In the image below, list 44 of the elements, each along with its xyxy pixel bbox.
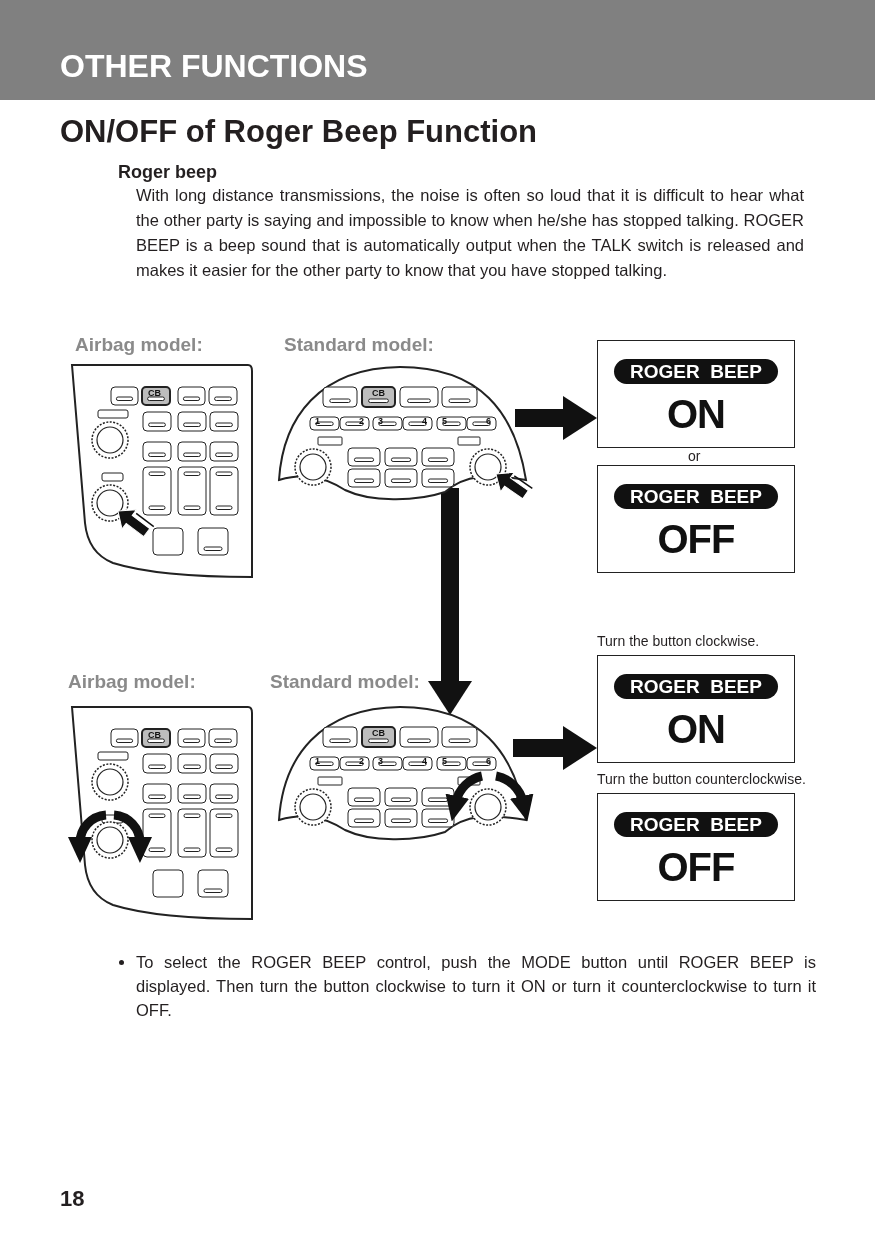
button-label: CB: [372, 729, 385, 738]
display-value: OFF: [657, 847, 735, 887]
block-arrow: [513, 726, 597, 770]
display-value: ON: [667, 709, 725, 749]
lcd-display: [597, 340, 795, 448]
display-value: OFF: [657, 519, 735, 559]
display-value: ON: [667, 394, 725, 434]
section-header: OTHER FUNCTIONS: [60, 50, 368, 82]
instruction-caption: Turn the button counterclockwise.: [597, 772, 806, 786]
lcd-display: [597, 655, 795, 763]
button-label: 1: [315, 757, 320, 766]
model-caption: Standard model:: [270, 672, 420, 691]
button-label: CB: [148, 731, 161, 740]
button-label: 6: [486, 757, 491, 766]
display-title: ROGER BEEP: [614, 674, 778, 699]
or-text: or: [688, 449, 701, 463]
button-label: 2: [359, 757, 364, 766]
block-arrow: [428, 488, 472, 715]
bullet-text: To select the ROGER BEEP control, push the MODE button until ROGER BEEP is displayed. Then turn the button clockwise to turn it ON or turn it counterclockwise to turn it OFF.: [136, 952, 816, 1021]
button-label: 3: [378, 757, 383, 766]
block-arrow: [515, 396, 597, 440]
subheading: Roger beep: [118, 163, 218, 181]
display-title: ROGER BEEP: [614, 359, 778, 384]
button-label: 5: [442, 417, 447, 426]
instruction-caption: Turn the button clockwise.: [597, 634, 760, 648]
display-title: ROGER BEEP: [614, 484, 778, 509]
page-number: 18: [60, 1188, 85, 1210]
model-caption: Standard model:: [284, 335, 434, 354]
lcd-display: [597, 465, 795, 573]
model-caption: Airbag model:: [75, 335, 203, 354]
button-label: 2: [359, 417, 364, 426]
button-label: 3: [378, 417, 383, 426]
display-title: ROGER BEEP: [614, 812, 778, 837]
button-label: 4: [422, 757, 427, 766]
button-label: CB: [372, 389, 385, 398]
button-label: 6: [486, 417, 491, 426]
button-label: CB: [148, 389, 161, 398]
button-label: 4: [422, 417, 427, 426]
button-label: 5: [442, 757, 447, 766]
button-label: 1: [315, 417, 320, 426]
model-caption: Airbag model:: [68, 672, 196, 691]
body-paragraph: With long distance transmissions, the noise is often so loud that it is difficult to hear what the other party is saying and impossible to know when he/she has stopped talking. ROGER BEEP is a beep sound that is automatically output when the TALK switch is released and makes it easier for the other party to know that you have stopped talking.: [136, 185, 804, 281]
page-title: ON/OFF of Roger Beep Function: [60, 116, 538, 147]
lcd-display: [597, 793, 795, 901]
